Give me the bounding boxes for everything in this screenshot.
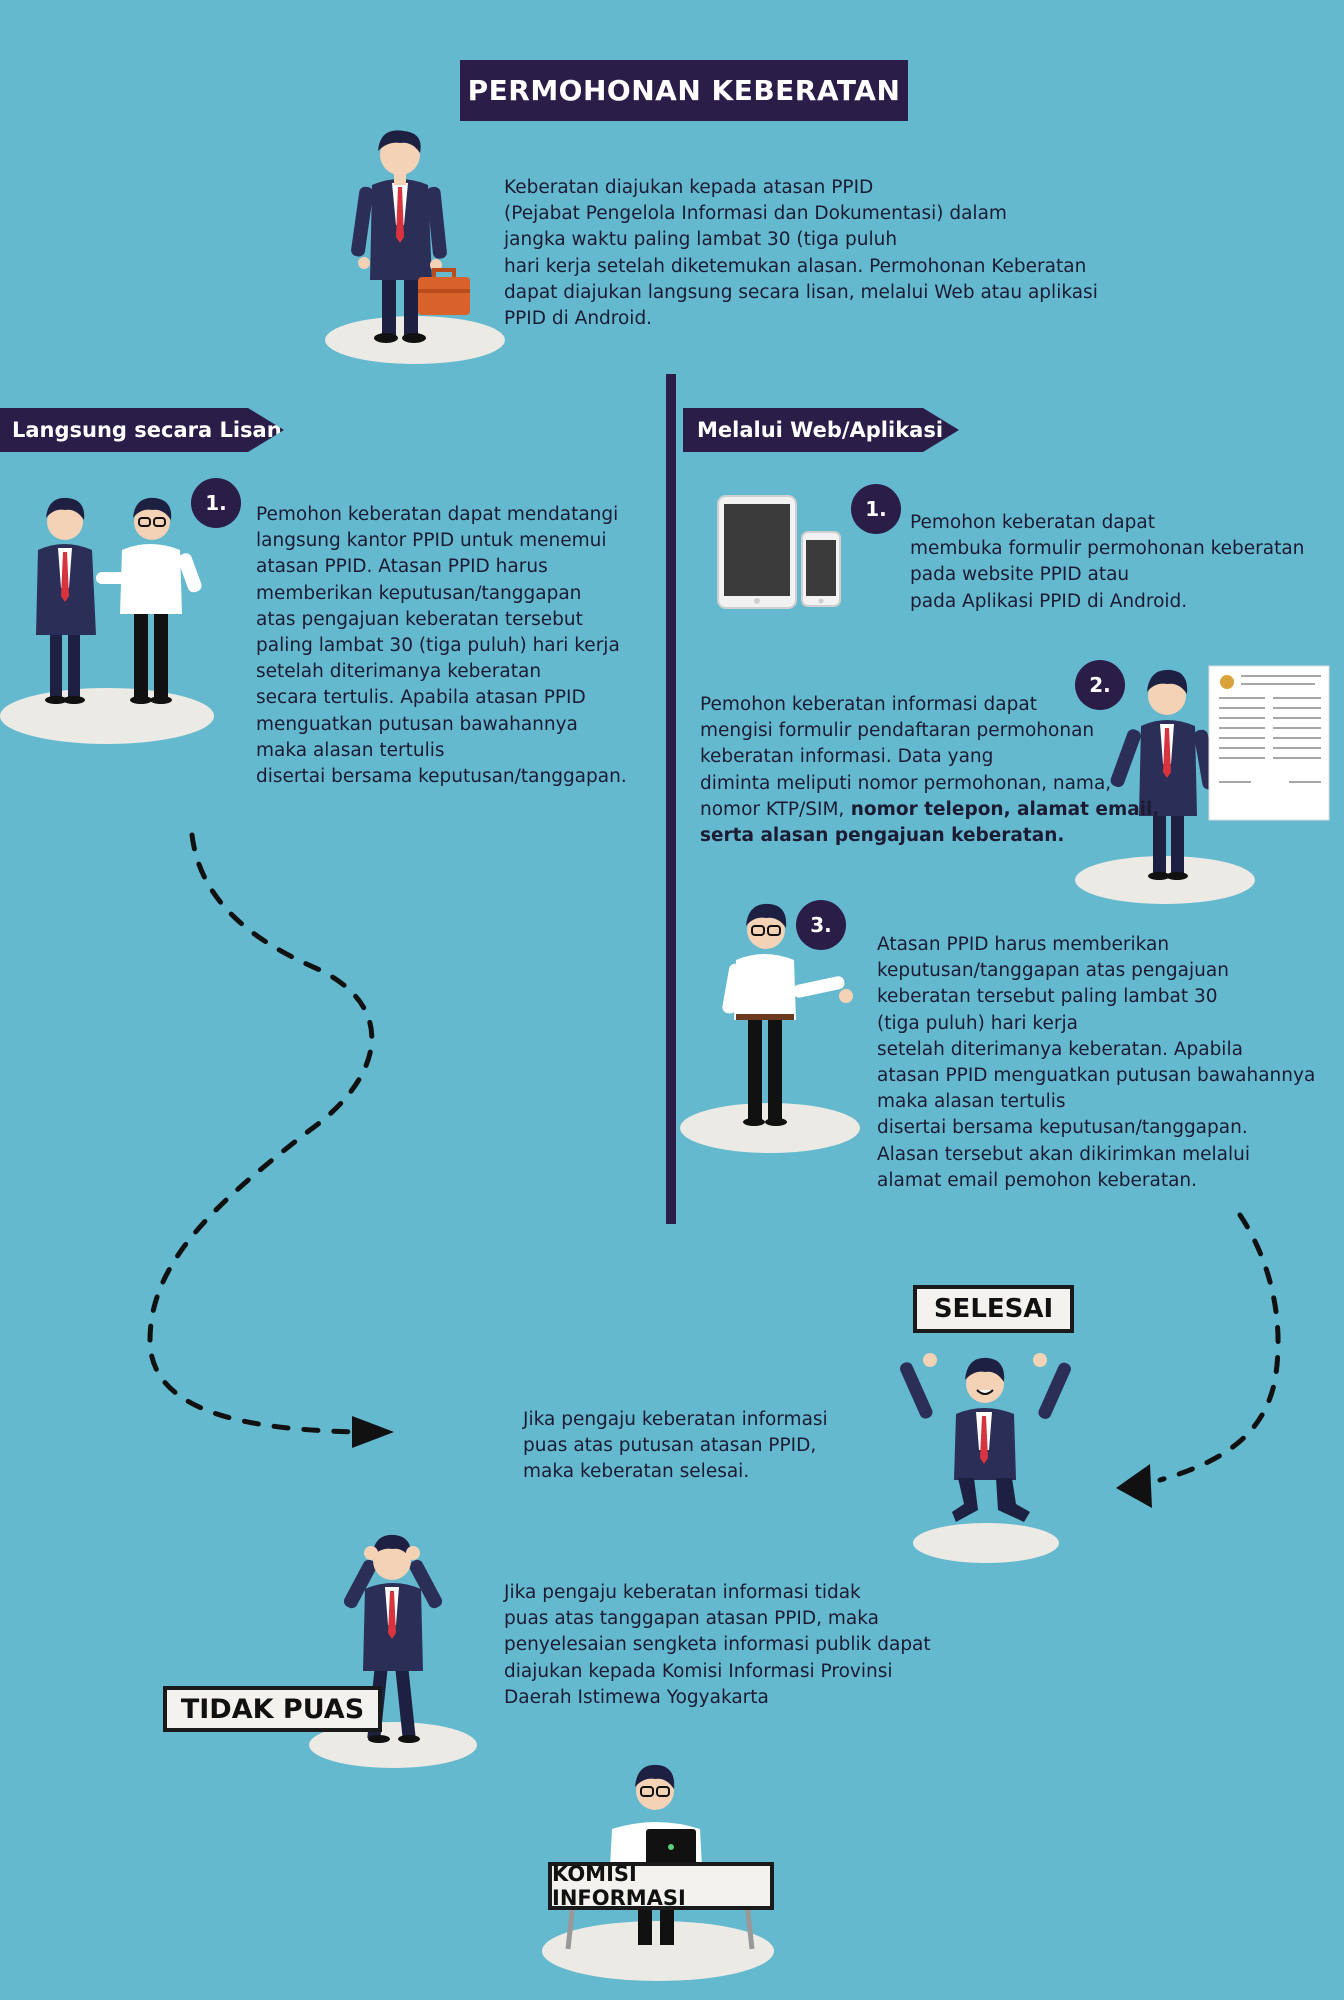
businessman-figure — [1110, 669, 1217, 880]
text-bold: nomor telepon, alamat email, — [844, 798, 1160, 820]
page-title: PERMOHONAN KEBERATAN — [460, 60, 908, 121]
text-line: mengisi formulir pendaftaran permohonan — [700, 720, 1095, 742]
text-line: keputusan/tanggapan atas pengajuan — [877, 960, 1229, 982]
text-line: diminta meliputi nomor permohonan, nama, — [700, 772, 1112, 794]
text-line: setelah diterimanya keberatan. Apabila — [877, 1038, 1243, 1060]
right-step-3-text: Atasan PPID harus memberikan keputusan/t… — [877, 932, 1315, 1194]
text-line: memberikan keputusan/tanggapan — [256, 582, 582, 604]
staff-figure — [722, 903, 853, 1126]
text-line: alamat email pemohon keberatan. — [877, 1169, 1198, 1191]
text-line: Jika pengaju keberatan informasi tidak — [504, 1582, 861, 1603]
laptop-icon — [646, 1829, 696, 1865]
right-step-1-number: 1. — [851, 484, 901, 534]
left-flow-arrowhead — [352, 1416, 394, 1448]
intro-line: Keberatan diajukan kepada atasan PPID — [504, 177, 874, 198]
left-step-1-text: Pemohon keberatan dapat mendatangi langs… — [256, 502, 627, 790]
right-step-2-number: 2. — [1075, 660, 1125, 710]
tidak-puas-text: Jika pengaju keberatan informasi tidak p… — [504, 1580, 931, 1711]
text-line: disertai bersama keputusan/tanggapan. — [877, 1117, 1248, 1139]
intro-paragraph: Keberatan diajukan kepada atasan PPID (P… — [504, 175, 1098, 332]
text-line: setelah diterimanya keberatan — [256, 661, 542, 683]
selesai-label: SELESAI — [913, 1285, 1074, 1333]
platform-shadow — [542, 1921, 774, 1981]
text-normal: nomor KTP/SIM, — [700, 798, 845, 820]
banner-melalui-web-aplikasi: Melalui Web/Aplikasi — [683, 408, 959, 452]
left-step-1-number: 1. — [191, 478, 241, 528]
briefcase-icon — [418, 268, 470, 315]
intro-line: dapat diajukan langsung secara lisan, me… — [504, 281, 1098, 303]
text-line: maka alasan tertulis — [877, 1091, 1066, 1113]
platform-shadow — [309, 1722, 477, 1768]
text-line: membuka formulir permohonan keberatan — [910, 538, 1305, 560]
text-line: pada Aplikasi PPID di Android. — [910, 590, 1188, 612]
text-line: Atasan PPID harus memberikan — [877, 934, 1170, 955]
text-line: disertai bersama keputusan/tanggapan. — [256, 766, 627, 788]
text-line: menguatkan putusan bawahannya — [256, 713, 578, 735]
right-flow-arrowhead — [1116, 1464, 1152, 1508]
column-divider — [666, 374, 676, 1224]
text-line: (tiga puluh) hari kerja — [877, 1012, 1078, 1034]
jumping-businessman-illustration — [900, 1353, 1071, 1563]
right-step-2-text: Pemohon keberatan informasi dapat mengis… — [700, 692, 1159, 849]
platform-shadow — [1075, 856, 1255, 904]
text-line: paling lambat 30 (tiga puluh) hari kerja — [256, 635, 620, 657]
businessman-figure — [343, 1534, 443, 1743]
intro-line: jangka waktu paling lambat 30 (tiga pulu… — [504, 229, 898, 251]
text-line: langsung kantor PPID untuk menemui — [256, 530, 607, 552]
text-line: Pemohon keberatan dapat mendatangi — [256, 504, 619, 525]
selesai-text: Jika pengaju keberatan informasi puas at… — [523, 1407, 828, 1486]
left-flow-dashed-path — [147, 832, 375, 1435]
text-line: Pemohon keberatan dapat — [910, 512, 1155, 533]
text-line: secara tertulis. Apabila atasan PPID — [256, 687, 586, 709]
text-bold: serta alasan pengajuan keberatan. — [700, 825, 1065, 847]
right-flow-dashed-path — [1157, 1212, 1281, 1483]
text-line: Pemohon keberatan informasi dapat — [700, 694, 1037, 715]
text-line: atasan PPID. Atasan PPID harus — [256, 556, 548, 578]
businessman-briefcase-illustration — [325, 130, 505, 364]
platform-shadow — [680, 1103, 860, 1153]
right-step-3-number: 3. — [796, 900, 846, 950]
text-line: keberatan tersebut paling lambat 30 — [877, 986, 1218, 1008]
platform-shadow — [913, 1523, 1059, 1563]
text-line: atasan PPID menguatkan putusan bawahanny… — [877, 1065, 1316, 1087]
right-step-1-text: Pemohon keberatan dapat membuka formulir… — [910, 510, 1304, 615]
staff-figure — [96, 497, 202, 704]
businessman-figure — [351, 130, 447, 343]
text-line: diajukan kepada Komisi Informasi Provins… — [504, 1660, 893, 1682]
text-line: Alasan tersebut akan dikirimkan melalui — [877, 1143, 1250, 1165]
text-line: maka keberatan selesai. — [523, 1461, 750, 1483]
businessman-figure — [36, 497, 96, 704]
text-line: nomor KTP/SIM, nomor telepon, alamat ema… — [700, 797, 1159, 823]
intro-line: hari kerja setelah diketemukan alasan. P… — [504, 255, 1087, 277]
two-men-meeting-illustration — [0, 497, 214, 744]
stressed-businessman-illustration — [309, 1534, 477, 1768]
banner-langsung-secara-lisan: Langsung secara Lisan — [0, 408, 284, 452]
text-line: puas atas tanggapan atasan PPID, maka — [504, 1608, 879, 1630]
text-line: maka alasan tertulis — [256, 739, 445, 761]
tidak-puas-label: TIDAK PUAS — [163, 1686, 382, 1732]
intro-line: PPID di Android. — [504, 308, 653, 330]
komisi-informasi-label: KOMISI INFORMASI — [548, 1862, 774, 1910]
man-with-document-illustration — [1075, 665, 1330, 904]
text-line: atas pengajuan keberatan tersebut — [256, 608, 583, 630]
document-icon — [1208, 665, 1330, 821]
intro-line: (Pejabat Pengelola Informasi dan Dokumen… — [504, 203, 1007, 225]
tablet-phone-icon — [717, 495, 841, 609]
businessman-figure — [900, 1353, 1071, 1522]
text-line: Daerah Istimewa Yogyakarta — [504, 1686, 769, 1708]
text-line: keberatan informasi. Data yang — [700, 746, 994, 768]
text-line: pada website PPID atau — [910, 564, 1130, 586]
staff-presenting-illustration — [680, 903, 860, 1153]
text-line: penyelesaian sengketa informasi publik d… — [504, 1634, 931, 1656]
text-line: puas atas putusan atasan PPID, — [523, 1435, 817, 1457]
text-line: Jika pengaju keberatan informasi — [523, 1409, 828, 1430]
text-line: serta alasan pengajuan keberatan. — [700, 823, 1159, 849]
